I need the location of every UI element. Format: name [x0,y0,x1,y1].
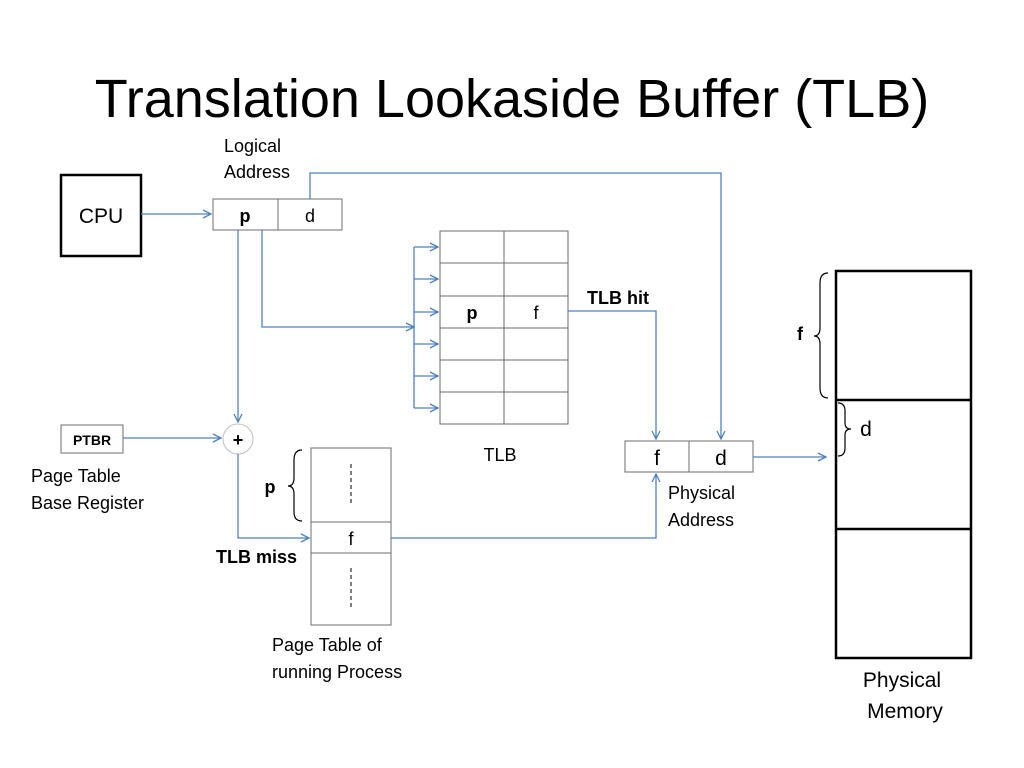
ptbr-box [60,424,124,454]
logical-address-caption-line1: Logical [224,136,281,156]
page-table-p-label: p [265,477,276,497]
physical-address-f-cell [624,440,690,473]
logical-address-p-label: p [240,206,251,226]
page-table [310,447,392,626]
adder-label: + [233,430,244,450]
logical-address-d-label: d [305,206,315,226]
memory-d-brace [837,402,852,457]
slide-title: Translation Lookaside Buffer (TLB) [95,69,929,129]
ptbr-caption-line2: Base Register [31,493,144,513]
physical-memory-frame [834,269,973,660]
physical-address-caption-line2: Address [668,510,734,530]
arrow-p-to-tlb [261,230,414,327]
logical-address-p-cell [212,198,279,231]
page-table-frame [310,447,392,626]
page-table-caption-line1: Page Table of [272,635,383,655]
physical-memory-caption-line2: Memory [867,700,943,723]
arrow-tlb-miss [237,454,309,538]
arrow-tlb-hit [568,310,656,439]
page-table-f-label: f [348,529,354,549]
tlb-hit-label: TLB hit [587,288,649,308]
arrow-page-table-to-physical-address [391,474,656,539]
tlb-entry-f-label: f [533,303,539,323]
tlb-caption: TLB [483,445,516,465]
ptbr-label: PTBR [73,432,111,448]
physical-memory-caption-line1: Physical [863,669,941,692]
memory-f-label: f [797,324,804,344]
physical-address-caption-line1: Physical [668,483,735,503]
cpu-box [59,173,143,258]
arrow-d-to-physical-address [309,172,721,439]
page-table-caption-line2: running Process [272,662,402,682]
memory-f-brace [813,272,829,399]
page-table-p-brace [287,449,303,522]
tlb-entry-p-label: p [467,303,478,323]
cpu-label: CPU [79,205,123,228]
physical-memory [834,269,973,660]
tlb-miss-label: TLB miss [216,547,297,567]
tlb-table [439,230,569,425]
physical-address-d-label: d [715,447,727,470]
logical-address-caption-line2: Address [224,162,290,182]
arrows [123,172,826,539]
memory-d-label: d [860,418,872,441]
ptbr-caption-line1: Page Table [31,466,121,486]
physical-address-f-label: f [654,447,660,470]
